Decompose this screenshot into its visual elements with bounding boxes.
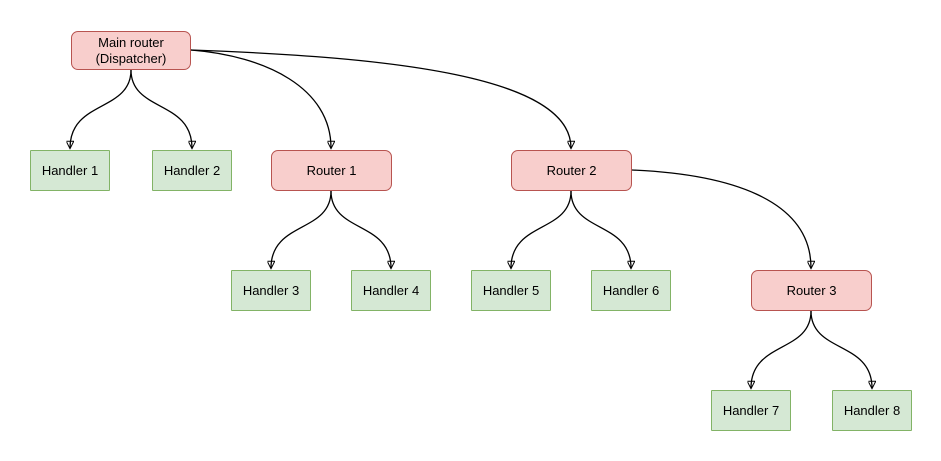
node-handler-7: Handler 7	[711, 390, 791, 431]
node-handler-5: Handler 5	[471, 270, 551, 311]
node-label: Router 1	[306, 162, 357, 178]
node-label: Handler 4	[362, 282, 420, 298]
edge-router-2-to-router-3	[631, 169, 811, 268]
edge-router-3-to-handler-8	[810, 310, 872, 388]
edge-router-2-to-handler-5	[511, 190, 572, 268]
node-label: Handler 2	[163, 162, 221, 178]
edge-main-to-handler-1	[70, 69, 132, 148]
node-label: Handler 5	[482, 282, 540, 298]
node-handler-8: Handler 8	[832, 390, 912, 431]
node-label: Handler 6	[602, 282, 660, 298]
edge-main-to-handler-2	[130, 69, 192, 148]
edge-main-to-router-2	[190, 49, 571, 148]
edge-router-1-to-handler-3	[271, 190, 332, 268]
node-label: Handler 7	[722, 402, 780, 418]
edge-router-2-to-handler-6	[570, 190, 631, 268]
node-main-router: Main router (Dispatcher)	[71, 31, 191, 70]
edge-main-to-router-1	[190, 49, 331, 148]
node-label: Handler 1	[41, 162, 99, 178]
node-label: Router 3	[786, 282, 837, 298]
node-handler-3: Handler 3	[231, 270, 311, 311]
node-label: Handler 3	[242, 282, 300, 298]
node-router-3: Router 3	[751, 270, 872, 311]
node-router-2: Router 2	[511, 150, 632, 191]
node-label: Router 2	[546, 162, 597, 178]
node-handler-1: Handler 1	[30, 150, 110, 191]
node-handler-2: Handler 2	[152, 150, 232, 191]
node-label: Handler 8	[843, 402, 901, 418]
node-handler-4: Handler 4	[351, 270, 431, 311]
node-router-1: Router 1	[271, 150, 392, 191]
node-label: Main router (Dispatcher)	[95, 34, 167, 66]
edge-router-1-to-handler-4	[330, 190, 391, 268]
edge-router-3-to-handler-7	[751, 310, 812, 388]
node-handler-6: Handler 6	[591, 270, 671, 311]
